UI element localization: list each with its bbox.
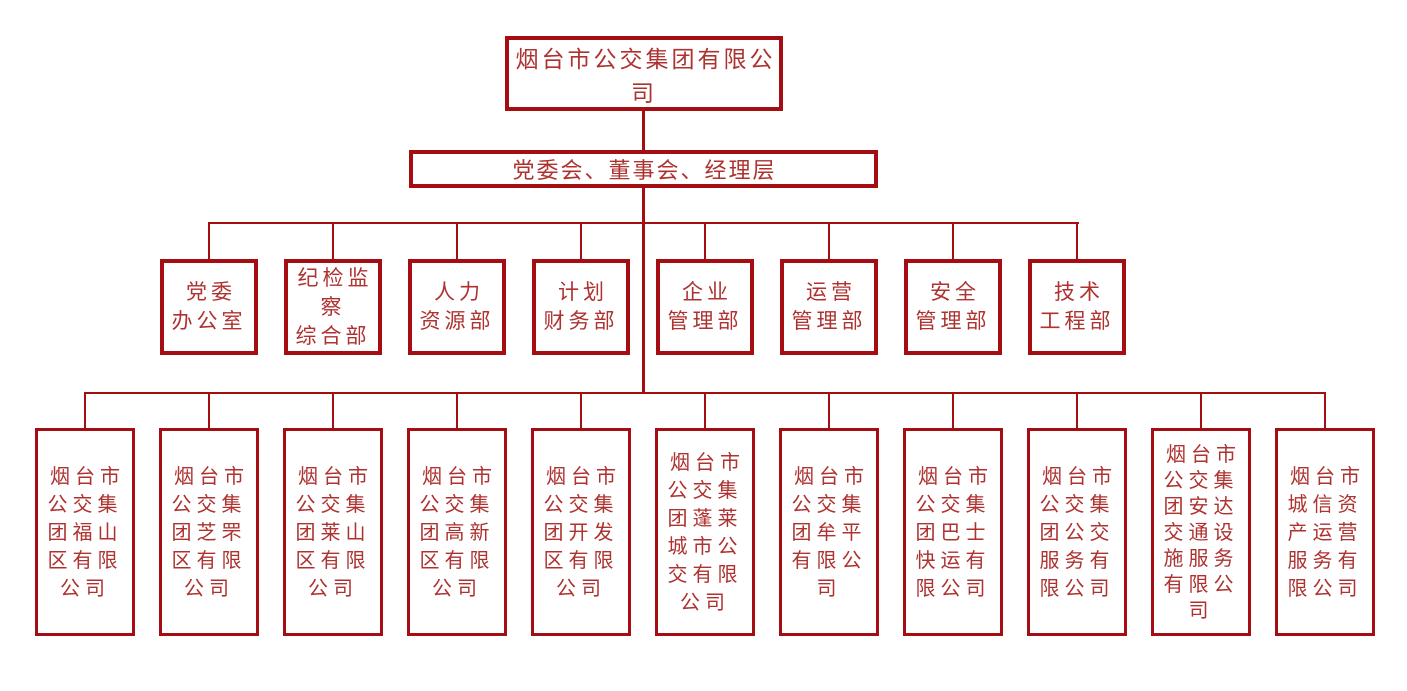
subsidiary-node-anda-facilities: 烟台市 公交集 团安达 交通设 施服务 有限公 司 <box>1151 428 1251 636</box>
governance-node: 党委会、董事会、经理层 <box>409 150 878 188</box>
subsidiary-node-laishan: 烟台市 公交集 团莱山 区有限 公司 <box>283 428 383 636</box>
department-node-tech-engineering: 技术 工程部 <box>1028 259 1126 355</box>
subsidiary-node-chengxin-assets: 烟台市 城信资 产运营 服务有 限公司 <box>1275 428 1375 636</box>
subsidiary-node-kaifaqu: 烟台市 公交集 团开发 区有限 公司 <box>531 428 631 636</box>
connector-department-drop <box>580 222 582 259</box>
connector-department-drop <box>952 222 954 259</box>
subsidiary-node-bus-service: 烟台市 公交集 团公交 服务有 限公司 <box>1027 428 1127 636</box>
connector-subsidiary-drop <box>704 392 706 428</box>
connector-subsidiary-drop <box>828 392 830 428</box>
department-node-discipline: 纪检监 察 综合部 <box>284 259 382 355</box>
connector-subsidiary-drop <box>84 392 86 428</box>
connector-governance-stem <box>642 188 645 394</box>
subsidiary-node-penglai: 烟台市 公交集 团蓬莱 城市公 交有限 公司 <box>655 428 755 636</box>
connector-department-drop <box>332 222 334 259</box>
connector-subsidiary-drop <box>580 392 582 428</box>
department-node-party-office: 党委 办公室 <box>160 259 258 355</box>
connector-subsidiary-drop <box>952 392 954 428</box>
subsidiary-node-muping: 烟台市 公交集 团牟平 有限公 司 <box>779 428 879 636</box>
subsidiary-node-gaoxin: 烟台市 公交集 团高新 区有限 公司 <box>407 428 507 636</box>
department-node-planning-finance: 计划 财务部 <box>532 259 630 355</box>
department-node-operations-mgmt: 运营 管理部 <box>780 259 878 355</box>
department-node-safety-mgmt: 安全 管理部 <box>904 259 1002 355</box>
connector-department-drop <box>704 222 706 259</box>
department-node-human-resources: 人力 资源部 <box>408 259 506 355</box>
connector-department-drop <box>1076 222 1078 259</box>
subsidiary-node-bus-express: 烟台市 公交集 团巴士 快运有 限公司 <box>903 428 1003 636</box>
connector-subsidiary-drop <box>332 392 334 428</box>
subsidiary-node-fushan: 烟台市 公交集 团福山 区有限 公司 <box>35 428 135 636</box>
connector-department-drop <box>828 222 830 259</box>
connector-subsidiary-drop <box>208 392 210 428</box>
org-root-node: 烟台市公交集团有限公司 <box>505 36 783 111</box>
department-node-enterprise-mgmt: 企业 管理部 <box>656 259 754 355</box>
connector-departments-hline <box>208 222 1079 224</box>
connector-root-to-governance <box>642 111 645 150</box>
connector-department-drop <box>208 222 210 259</box>
connector-subsidiary-drop <box>1200 392 1202 428</box>
connector-subsidiary-drop <box>456 392 458 428</box>
connector-department-drop <box>456 222 458 259</box>
connector-subsidiary-drop <box>1324 392 1326 428</box>
subsidiary-node-zhifu: 烟台市 公交集 团芝罘 区有限 公司 <box>159 428 259 636</box>
connector-subsidiary-drop <box>1076 392 1078 428</box>
